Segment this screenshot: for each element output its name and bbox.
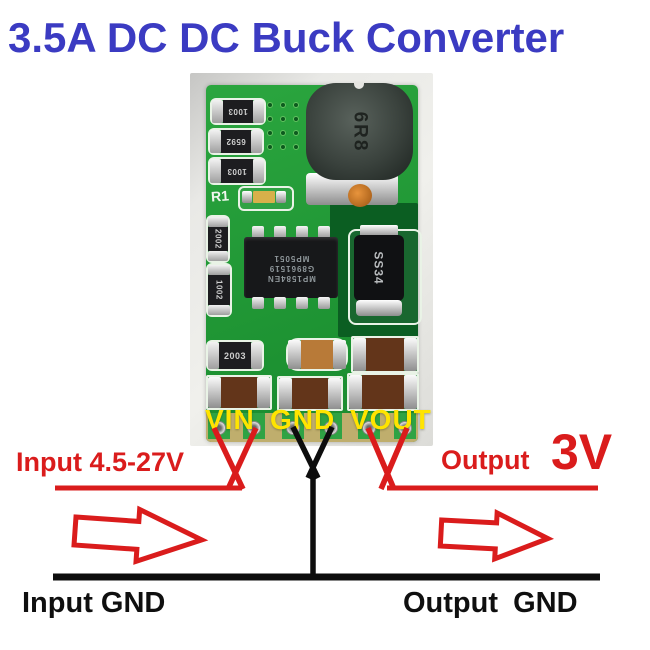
capacitor-body	[362, 375, 404, 409]
smd-capacitor	[286, 338, 348, 371]
via	[293, 116, 299, 122]
output-voltage-value: 3V	[551, 424, 613, 480]
inductor-notch	[354, 82, 364, 89]
component-terminal	[242, 191, 252, 203]
diode-terminal	[360, 225, 398, 237]
capacitor-body	[301, 340, 333, 369]
resistor-marking: 2003	[219, 342, 251, 369]
smd-resistor: 1003	[210, 98, 266, 125]
capacitor-terminal	[353, 338, 366, 371]
ic-pin	[252, 297, 264, 309]
smd-resistor: 2002	[206, 215, 230, 263]
resistor-terminal	[212, 100, 223, 123]
input-gnd-label: Input GND	[22, 587, 166, 619]
resistor-terminal	[208, 217, 228, 227]
resistor-terminal	[210, 130, 221, 153]
capacitor-body	[221, 377, 257, 408]
smd-capacitor	[351, 336, 419, 373]
smd-resistor: 1003	[208, 157, 266, 185]
resistor-terminal	[208, 251, 228, 261]
vin-wire-right-branch	[225, 426, 259, 491]
component-terminal	[276, 191, 286, 203]
capacitor-terminal	[328, 378, 341, 409]
capacitor-terminal	[333, 340, 346, 369]
via	[293, 130, 299, 136]
via	[267, 144, 273, 150]
via	[280, 116, 286, 122]
smd-capacitor	[206, 375, 272, 410]
buck-ic: MP1584EN G8961519 MP5051	[244, 237, 338, 298]
resistor-terminal	[253, 159, 264, 183]
input-voltage-label: Input 4.5-27V	[16, 447, 185, 477]
vin-wire-left-branch	[211, 426, 246, 491]
pcb-edge-strip	[206, 413, 418, 442]
capacitor-body	[366, 338, 404, 371]
page-title: 3.5A DC DC Buck Converter	[8, 14, 565, 61]
resistor-terminal	[253, 100, 264, 123]
resistor-terminal	[208, 265, 230, 275]
smd-capacitor	[277, 376, 343, 411]
gnd-wire-right-branch	[305, 425, 335, 480]
via	[280, 102, 286, 108]
via	[267, 116, 273, 122]
smd-resistor: 2003	[206, 340, 264, 371]
capacitor-terminal	[288, 340, 301, 369]
ic-pin	[296, 226, 308, 238]
smd-resistor: 6592	[208, 128, 264, 155]
ic-pin	[252, 226, 264, 238]
output-label: Output	[441, 445, 530, 475]
resistor-terminal	[208, 342, 219, 369]
resistor-terminal	[251, 130, 262, 153]
via	[293, 144, 299, 150]
capacitor-terminal	[404, 375, 417, 409]
input-flow-arrow-right-icon	[71, 505, 209, 565]
smd-component-outline	[238, 186, 294, 211]
inductor-winding-copper	[348, 184, 372, 207]
resistor-marking: 2002	[208, 227, 228, 251]
output-flow-arrow-right-icon	[437, 508, 555, 563]
power-inductor: 6R8	[306, 83, 413, 180]
schottky-diode: SS34	[354, 235, 404, 301]
ic-pin	[296, 297, 308, 309]
vout-wire-left-branch	[365, 426, 397, 491]
capacitor-terminal	[404, 338, 417, 371]
ic-pin	[318, 297, 330, 309]
ic-pin	[274, 297, 286, 309]
via	[267, 130, 273, 136]
capacitor-terminal	[257, 377, 270, 408]
pin-label-gnd: GND	[270, 404, 336, 435]
ic-pin	[318, 226, 330, 238]
via	[293, 102, 299, 108]
capacitor-body	[292, 378, 328, 409]
diode-terminal	[356, 300, 402, 316]
output-gnd-label: Output GND	[403, 587, 578, 619]
capacitor-terminal	[349, 375, 362, 409]
smd-capacitor	[347, 373, 419, 411]
via	[267, 102, 273, 108]
ic-pin	[274, 226, 286, 238]
vout-wire-right-branch	[378, 426, 410, 491]
resistor-terminal	[208, 305, 230, 315]
resistor-marking: 1002	[208, 275, 230, 305]
capacitor-terminal	[279, 378, 292, 409]
via	[280, 144, 286, 150]
via	[280, 130, 286, 136]
tan-capacitor	[253, 191, 275, 203]
capacitor-terminal	[208, 377, 221, 408]
pin-label-vout: VOUT	[350, 404, 432, 435]
smd-resistor: 1002	[206, 263, 232, 317]
resistor-terminal	[210, 159, 221, 183]
resistor-terminal	[251, 342, 262, 369]
